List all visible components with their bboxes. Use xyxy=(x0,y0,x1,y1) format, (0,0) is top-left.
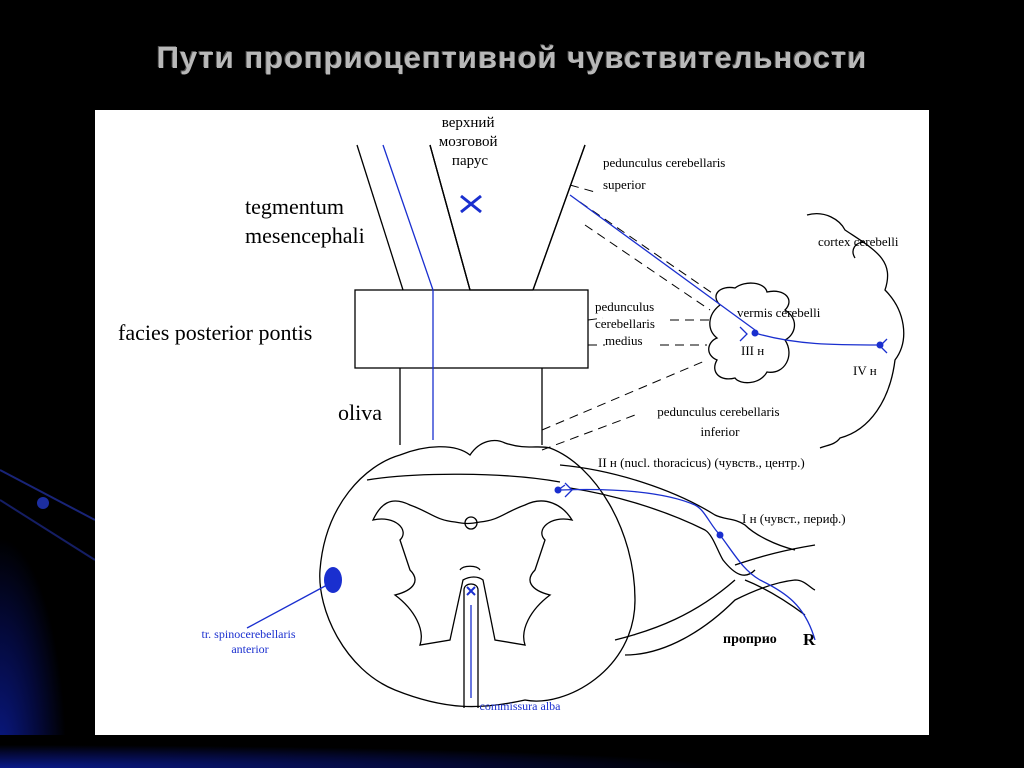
label-velum: верхний мозговой парус xyxy=(439,115,501,169)
label-ped-medius: pedunculus cerebellaris medius xyxy=(595,299,658,348)
ped-inf-dash-2 xyxy=(541,414,636,451)
commissura-cross-icon xyxy=(466,586,476,596)
cortex-label-bracket xyxy=(852,241,866,259)
cortex-projection xyxy=(754,332,881,346)
decorative-dot-icon xyxy=(37,497,49,509)
central-canal xyxy=(464,516,478,530)
spinal-nerve-upper xyxy=(734,544,816,566)
tract-anterior-oval-icon xyxy=(324,567,342,593)
label-cortex: cortex cerebelli xyxy=(818,234,899,249)
posterior-horn-outline xyxy=(366,473,561,483)
label-tegmentum: tegmentum mesencephali xyxy=(245,194,365,248)
neuron-markers xyxy=(324,194,888,596)
pons-box xyxy=(354,289,589,369)
gray-matter-outline xyxy=(371,500,574,646)
neuron-2-terminal-icon xyxy=(564,482,573,498)
label-oliva: oliva xyxy=(338,400,382,425)
velum-cross-icon xyxy=(460,194,482,214)
neuron-4-terminal-icon xyxy=(879,338,888,354)
ped-sup-dash-3 xyxy=(584,224,711,311)
slide-title: Пути проприоцептивной чувствительности xyxy=(156,40,868,75)
ped-med-dash-1 xyxy=(587,317,604,321)
label-tract-anterior: tr. spinocerebellaris anterior xyxy=(202,627,299,656)
spinal-nerve-lower xyxy=(744,579,806,616)
label-ped-inferior: pedunculus cerebellaris inferior xyxy=(657,404,783,439)
pathway-lines xyxy=(246,144,881,698)
diagram-labels: верхний мозговой парус tegmentum mesence… xyxy=(118,115,899,713)
anterior-tract-pointer xyxy=(246,584,328,629)
neuron-3-terminal-icon xyxy=(739,326,748,342)
dorsal-root-lower xyxy=(569,487,756,576)
label-commissura: commissura alba xyxy=(480,699,562,713)
ped-inf-dash-1 xyxy=(541,359,708,431)
label-ped-superior: pedunculus cerebellaris superior xyxy=(603,155,729,192)
neuron-1-dot-icon xyxy=(716,531,724,539)
anatomy-outlines xyxy=(319,144,905,708)
velum-right-outline xyxy=(532,144,586,291)
label-neuron2: II н (nucl. thoracicus) (чувств., центр.… xyxy=(598,455,805,470)
ped-sup-dash-2 xyxy=(579,201,716,296)
label-proprio: проприо xyxy=(723,632,777,647)
neuron-2-dot-icon xyxy=(554,486,562,494)
ped-sup-dash-1 xyxy=(569,184,596,193)
first-neuron-peripheral-process xyxy=(719,534,816,641)
dorsal-root-upper xyxy=(559,464,796,551)
label-neuron4: IV н xyxy=(853,363,877,378)
spinal-nerve-branch xyxy=(624,579,816,656)
peduncle-dashed-lines xyxy=(541,184,716,451)
first-neuron-central-process xyxy=(560,488,721,536)
label-facies: facies posterior pontis xyxy=(118,320,312,345)
label-vermis: vermis cerebelli xyxy=(737,305,821,320)
neuron-3-dot-icon xyxy=(751,329,759,337)
neuron-4-dot-icon xyxy=(876,341,884,349)
tract-ascending-line xyxy=(382,144,434,440)
cerebellum-cortex-outline xyxy=(806,213,905,449)
superior-peduncle-pathway xyxy=(569,194,756,331)
diagram-panel: верхний мозговой парус tegmentum mesence… xyxy=(95,110,929,735)
tegmentum-left-outline xyxy=(356,144,404,291)
vermis-outline xyxy=(708,282,796,384)
ventral-root xyxy=(614,579,736,641)
label-neuron1: I н (чувст., периф.) xyxy=(742,511,846,526)
anterior-fissure-left xyxy=(459,565,481,571)
anterior-fissure xyxy=(463,583,479,708)
label-neuron3: III н xyxy=(741,343,764,358)
spinocerebellar-diagram: верхний мозговой парус tegmentum mesence… xyxy=(118,115,905,713)
label-receptor: R xyxy=(803,630,816,649)
